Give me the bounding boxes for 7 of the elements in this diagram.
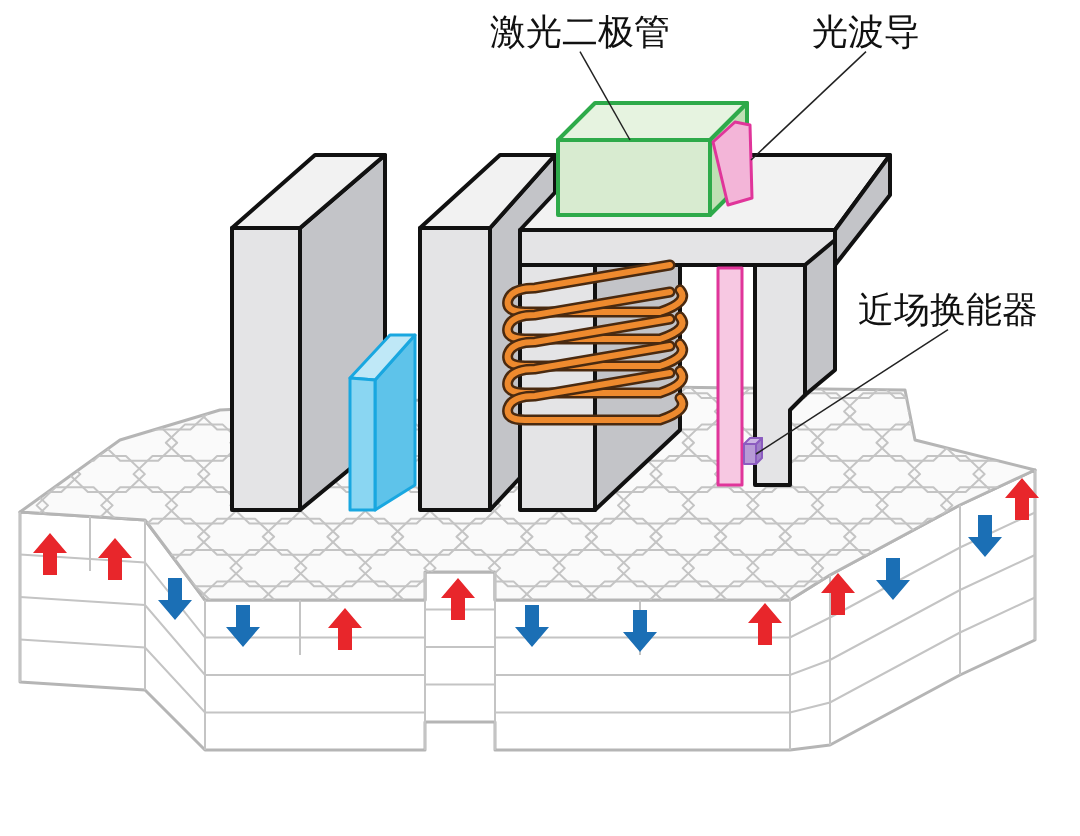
callout-label: 激光二极管 (490, 12, 670, 52)
leader-line (755, 328, 949, 455)
callout-label: 近场换能器 (858, 290, 1038, 330)
leader-line (579, 50, 631, 141)
waveguide-strip (711, 120, 754, 487)
transducer-tip (743, 437, 763, 465)
callout-label: 光波导 (812, 12, 920, 52)
